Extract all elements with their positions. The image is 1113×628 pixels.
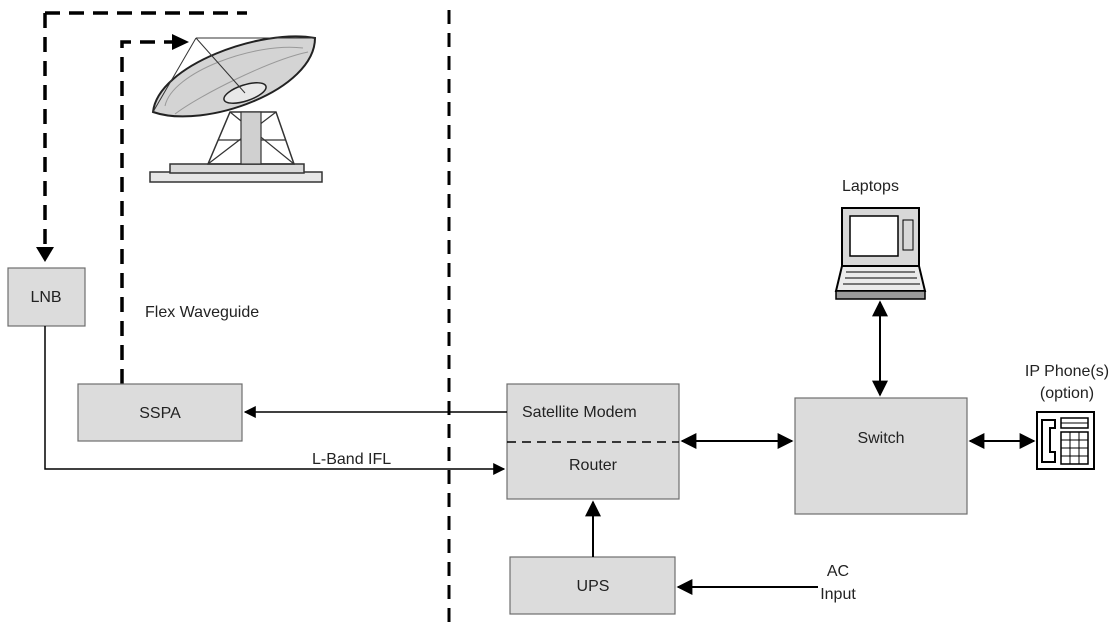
sspa-label: SSPA	[139, 405, 181, 422]
flex-waveguide-label: Flex Waveguide	[145, 304, 259, 321]
lnb-box	[7, 267, 86, 327]
sspa-box	[77, 383, 243, 442]
ac-input-label-line2: Input	[820, 586, 856, 603]
satellite-modem-label: Satellite Modem	[522, 404, 637, 421]
laptop-icon	[834, 207, 927, 300]
l-band-ifl-label: L-Band IFL	[312, 451, 391, 468]
ups-box	[509, 556, 676, 615]
satellite-modem-router-box	[506, 383, 680, 500]
ups-label: UPS	[577, 578, 610, 595]
lnb-to-router-connector	[44, 326, 506, 475]
ip-phone-label-line2: (option)	[1040, 385, 1094, 402]
router-label: Router	[569, 457, 618, 474]
ac-input-label-line1: AC	[827, 563, 849, 580]
lnb-label: LNB	[30, 289, 61, 306]
sspa-to-dish-waveguide	[120, 40, 175, 384]
ip-phone-label-line1: IP Phone(s)	[1025, 363, 1109, 380]
waveguide-to-lnb-arrowhead	[36, 247, 54, 262]
laptops-label: Laptops	[842, 178, 899, 195]
sspa-to-dish-arrowhead	[172, 34, 189, 50]
ip-phone-icon	[1036, 411, 1095, 470]
switch-box	[794, 397, 968, 515]
switch-label: Switch	[857, 430, 904, 447]
satellite-dish-icon	[149, 35, 323, 183]
